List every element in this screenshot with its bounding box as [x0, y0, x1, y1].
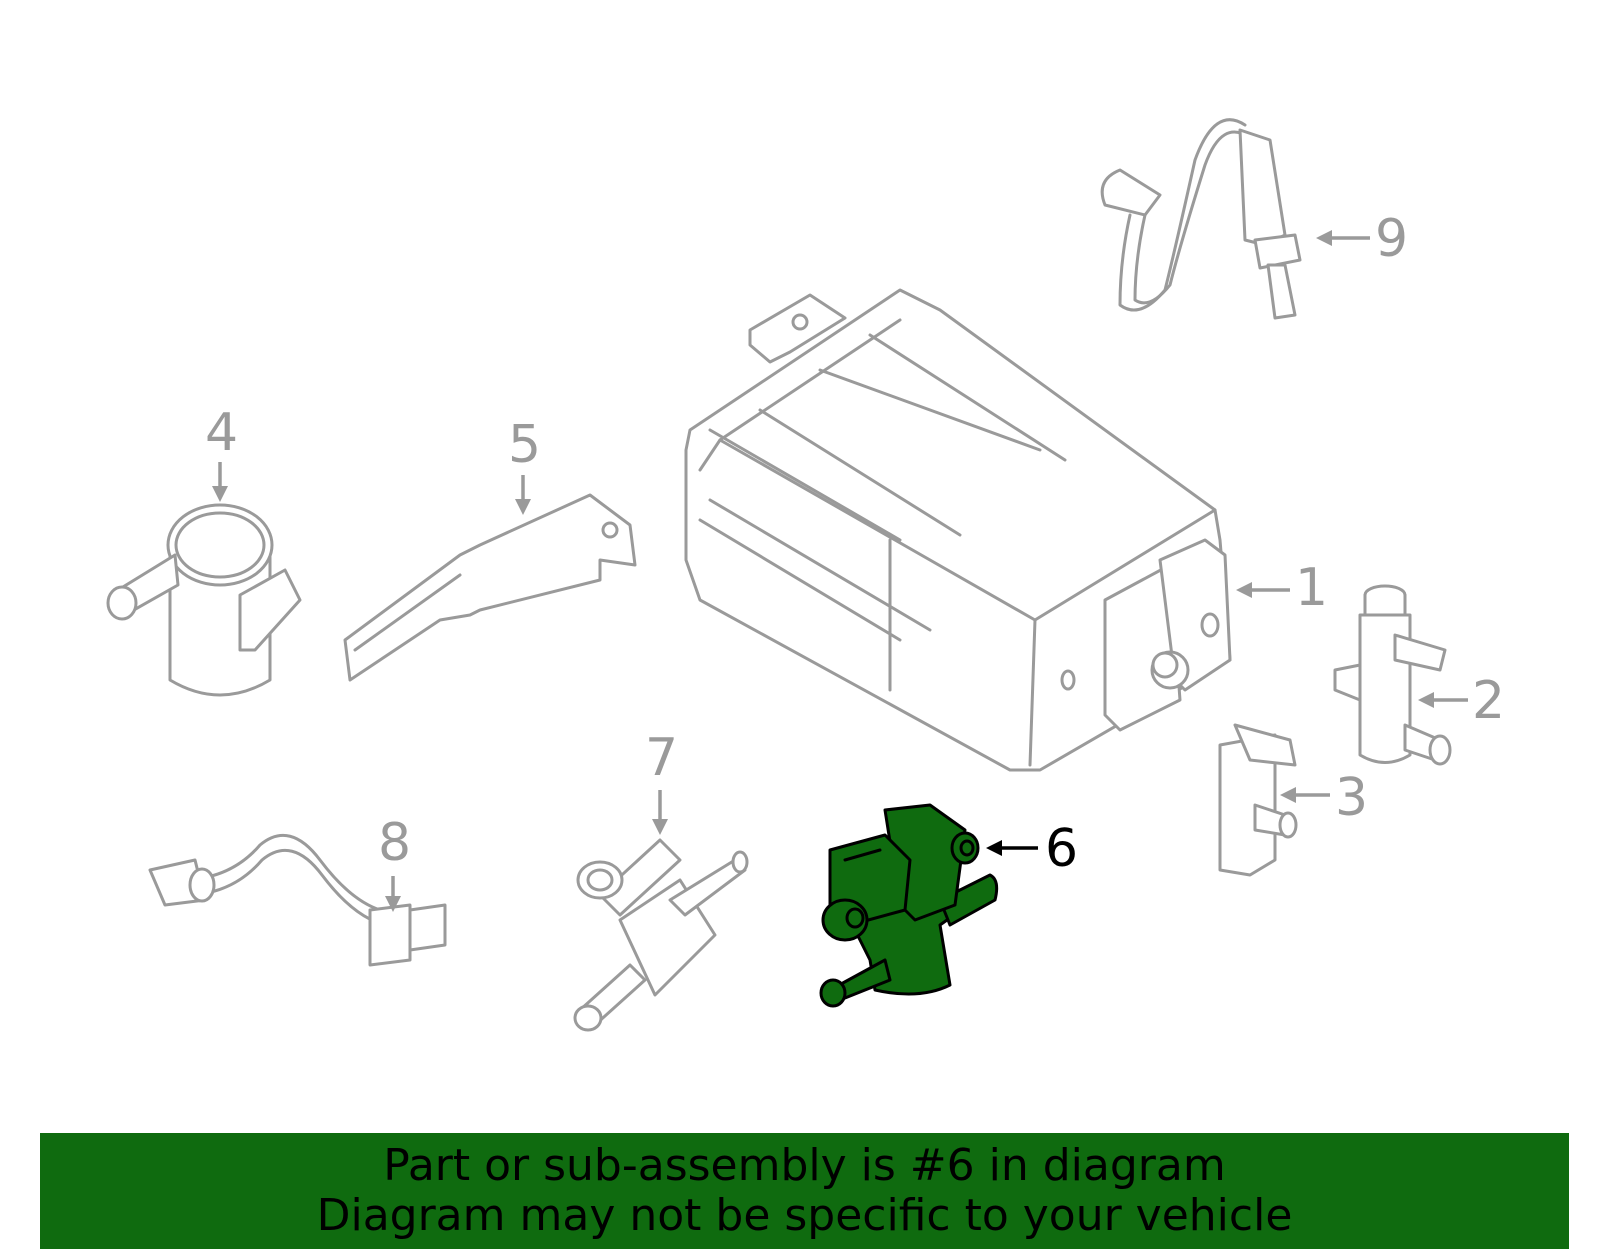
- part-6-solenoid-valve[interactable]: [819, 803, 999, 1008]
- callout-1: 1: [1295, 558, 1328, 618]
- callout-4: 4: [205, 403, 238, 463]
- callout-8: 8: [378, 813, 411, 873]
- part-8-harness[interactable]: [148, 834, 447, 967]
- callout-2: 2: [1472, 671, 1505, 731]
- callout-arrow-5: [515, 475, 531, 515]
- part-4-canister[interactable]: [106, 503, 302, 697]
- callout-9: 9: [1375, 209, 1408, 269]
- callout-6: 6: [1045, 819, 1078, 879]
- banner-line-1: Part or sub-assembly is #6 in diagram: [383, 1140, 1226, 1191]
- banner-line-2: Diagram may not be specific to your vehi…: [316, 1190, 1293, 1241]
- callout-5: 5: [508, 415, 541, 475]
- callout-7: 7: [645, 728, 678, 788]
- callout-arrow-2: [1418, 692, 1468, 708]
- callout-arrow-3: [1280, 787, 1330, 803]
- callout-arrow-1: [1236, 582, 1290, 598]
- part-7-valve[interactable]: [573, 838, 749, 1032]
- part-1-canister[interactable]: [684, 288, 1232, 772]
- part-5-bracket[interactable]: [343, 493, 637, 682]
- callout-arrow-6: [986, 840, 1038, 856]
- callout-arrow-8: [385, 876, 401, 912]
- callout-arrow-4: [212, 462, 228, 502]
- callout-arrow-7: [652, 790, 668, 835]
- part-3-sensor[interactable]: [1218, 723, 1298, 877]
- part-9-o2-sensor[interactable]: [1100, 118, 1302, 320]
- info-banner: Part or sub-assembly is #6 in diagram Di…: [40, 1133, 1569, 1249]
- callout-arrow-9: [1316, 230, 1370, 246]
- part-2-valve[interactable]: [1333, 584, 1452, 766]
- callout-3: 3: [1335, 768, 1368, 828]
